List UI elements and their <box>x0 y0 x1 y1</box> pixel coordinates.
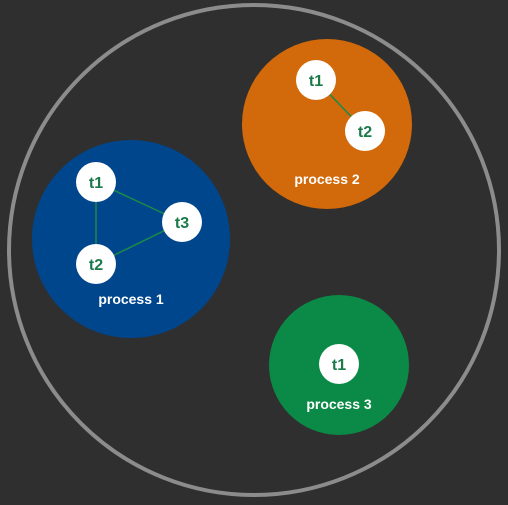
system-boundary-circle <box>7 3 501 497</box>
process-label-3: process 3 <box>306 396 372 412</box>
thread-label-3-t1: t1 <box>332 357 346 374</box>
thread-label-2-t2: t2 <box>358 124 372 141</box>
process-label-1: process 1 <box>98 291 164 307</box>
thread-label-1-t1: t1 <box>89 175 103 192</box>
thread-node-2-t1 <box>296 60 336 100</box>
thread-node-1-t3 <box>162 202 202 242</box>
process-group-3: t1 process 3 <box>269 295 409 435</box>
process-label-2: process 2 <box>294 171 360 187</box>
thread-node-1-t1 <box>76 162 116 202</box>
thread-label-1-t2: t2 <box>89 257 103 274</box>
thread-label-2-t1: t1 <box>309 73 323 90</box>
process-circle-1 <box>32 140 230 338</box>
process-circle-2 <box>242 39 412 209</box>
thread-node-1-t2 <box>76 244 116 284</box>
thread-label-1-t3: t3 <box>175 215 189 232</box>
process-group-2: t1 t2 process 2 <box>242 39 412 209</box>
thread-node-3-t1 <box>319 344 359 384</box>
process-group-1: t1 t2 t3 process 1 <box>32 140 230 338</box>
thread-node-2-t2 <box>345 111 385 151</box>
